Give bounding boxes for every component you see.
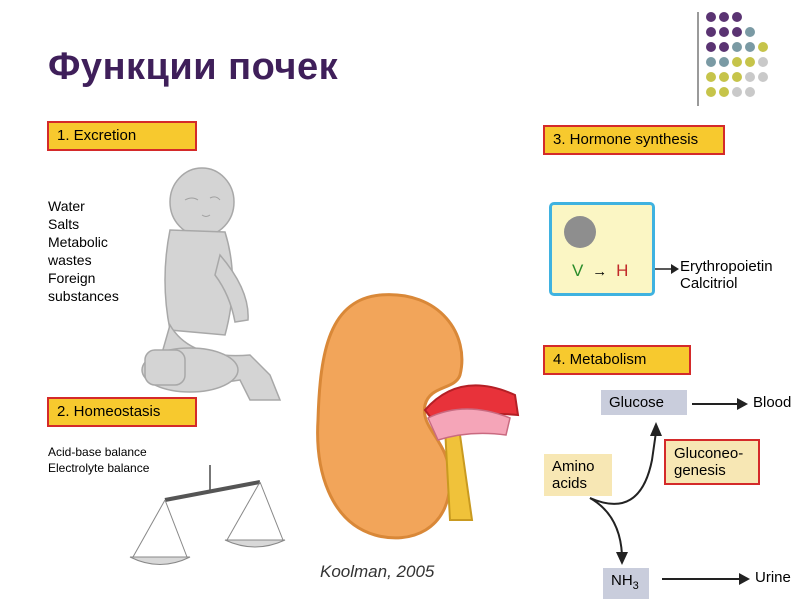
arrow-right-icon: → [588,263,612,280]
balance-scale-icon [129,465,286,565]
decor-dot [706,87,716,97]
hormone-cell-diagram: V → H [549,202,655,296]
homeostasis-label: 2. Homeostasis [47,397,197,427]
nh3-box: NH3 [603,568,649,599]
decor-dot [758,72,768,82]
excretion-label: 1. Excretion [47,121,197,151]
cell-nucleus-icon [564,216,596,248]
decor-dot [706,27,716,37]
arrow-right-icon [662,573,750,585]
hormone-synthesis-label: 3. Hormone synthesis [543,125,725,155]
child-on-potty-illustration [141,167,282,401]
decor-dot [719,27,729,37]
erythropoietin-label: Erythropoietin [680,258,773,275]
excretion-item: substances [48,288,119,304]
decor-dot [745,57,755,67]
decor-dot [719,42,729,52]
page-title: Функции почек [48,46,339,88]
excretion-item: wastes [48,252,92,268]
acids-line: acids [552,475,588,492]
hormone-products: Erythropoietin Calcitriol [680,258,773,292]
decor-dot [732,12,742,22]
decor-dot [706,42,716,52]
excretion-item: Water [48,198,85,214]
decor-dot [719,57,729,67]
homeostasis-item: Electrolyte balance [48,461,150,475]
decor-dot [719,12,729,22]
h-letter: H [616,261,629,280]
homeostasis-item: Acid-base balance [48,445,147,459]
decor-dot [706,72,716,82]
citation: Koolman, 2005 [320,562,435,581]
decor-dot [732,57,742,67]
decor-dot [745,87,755,97]
decor-dot [745,42,755,52]
arrow-right-icon [655,264,679,274]
decor-dot [745,27,755,37]
glucose-box: Glucose [601,390,687,415]
decor-dot [758,42,768,52]
decor-dot [719,87,729,97]
decor-dot [732,42,742,52]
decor-dot [758,57,768,67]
homeostasis-list: Acid-base balance Electrolyte balance [48,444,149,476]
nh3-label: NH [611,572,633,589]
excretion-item: Salts [48,216,80,232]
arrow-right-icon [692,398,748,410]
amino-line: Amino [552,458,595,475]
divider-line [697,12,699,106]
kidney-illustration [316,293,520,540]
metabolism-label: 4. Metabolism [543,345,691,375]
decor-dot [732,72,742,82]
v-letter: V [572,261,584,280]
decor-dot [719,72,729,82]
excretion-item: Foreign [48,270,96,286]
decor-dot [732,27,742,37]
gluconeo-line: Gluconeo- [674,445,744,462]
metabolism-flow-arrows [589,422,662,565]
decor-dot [706,57,716,67]
excretion-item: Metabolic [48,234,108,250]
amino-acids-box: Amino acids [544,454,612,496]
blood-label: Blood [753,394,792,411]
genesis-line: genesis [674,462,726,479]
excretion-list: Water Salts Metabolic wastes Foreign sub… [48,197,119,305]
urine-label: Urine [755,569,791,586]
calcitriol-label: Calcitriol [680,275,738,292]
decor-dot [706,12,716,22]
decor-dot [745,72,755,82]
nh3-subscript: 3 [632,580,639,592]
v-to-h-label: V → H [572,261,628,281]
gluconeogenesis-box: Gluconeo- genesis [664,439,760,485]
decor-dot [732,87,742,97]
